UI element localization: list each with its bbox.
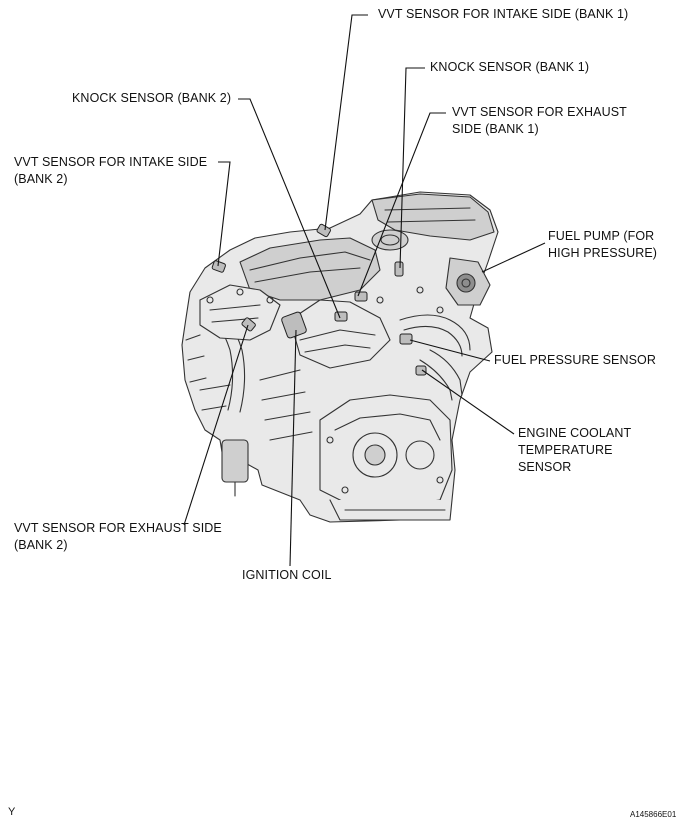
label-vvt-sensor-exhaust-bank1: VVT SENSOR FOR EXHAUST SIDE (BANK 1) xyxy=(452,105,627,136)
corner-mark: Y xyxy=(8,806,16,818)
label-vvt-sensor-exhaust-bank2: VVT SENSOR FOR EXHAUST SIDE (BANK 2) xyxy=(14,521,222,552)
figure-code: A145866E01 xyxy=(630,810,677,819)
label-fuel-pressure-sensor: FUEL PRESSURE SENSOR xyxy=(494,353,656,367)
label-vvt-sensor-intake-bank1: VVT SENSOR FOR INTAKE SIDE (BANK 1) xyxy=(378,7,629,21)
label-knock-sensor-bank1: KNOCK SENSOR (BANK 1) xyxy=(430,60,590,74)
label-knock-sensor-bank2: KNOCK SENSOR (BANK 2) xyxy=(72,91,232,105)
label-vvt-sensor-intake-bank2: VVT SENSOR FOR INTAKE SIDE (BANK 2) xyxy=(14,155,208,186)
engine-illustration xyxy=(181,191,499,523)
leader-lines xyxy=(183,14,546,567)
label-engine-coolant-temperature-sensor: ENGINE COOLANT TEMPERATURE SENSOR xyxy=(518,426,632,474)
label-fuel-pump-high-pressure: FUEL PUMP (FOR HIGH PRESSURE) xyxy=(548,229,658,260)
sensor-markers xyxy=(211,223,427,376)
label-ignition-coil: IGNITION COIL xyxy=(242,568,332,582)
